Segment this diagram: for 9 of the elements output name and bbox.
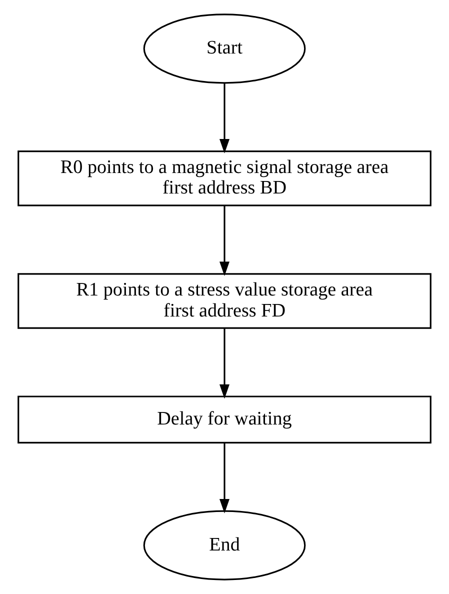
- node-ellipse: Start: [143, 14, 306, 84]
- arrow: [219, 206, 230, 276]
- node-box: R1 points to a stress value storage area first address FD: [18, 273, 432, 329]
- arrow: [219, 328, 230, 399]
- arrow: [219, 84, 230, 154]
- node-box: Delay for waiting: [18, 396, 432, 444]
- node-box: R0 points to a magnetic signal storage area first address BD: [18, 150, 432, 206]
- arrow: [219, 443, 230, 514]
- node-ellipse: End: [143, 510, 306, 580]
